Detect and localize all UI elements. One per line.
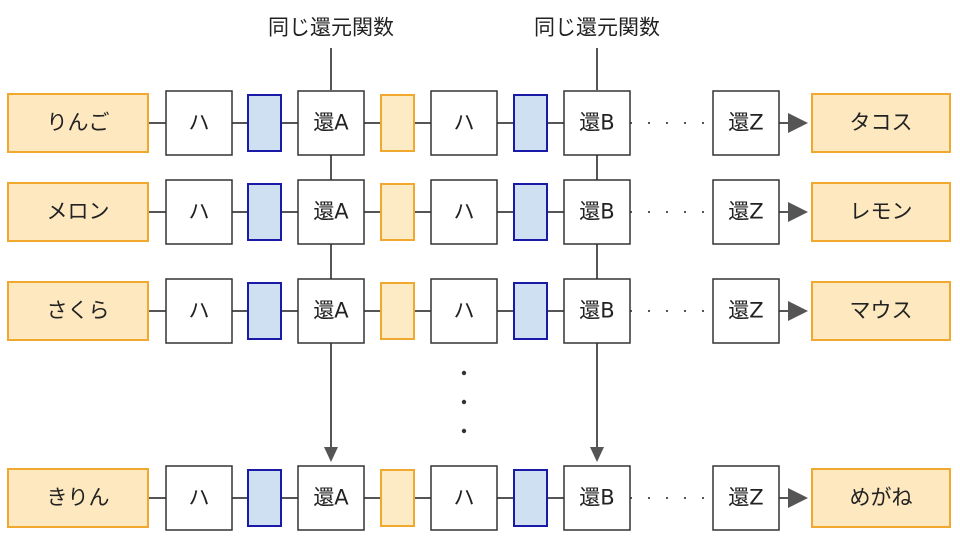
row-3-input-label: さくら <box>46 298 110 323</box>
row-3-reduce-b-label: 還B <box>579 298 615 323</box>
row-1-reduce-z-label: 還Z <box>728 110 764 135</box>
row-3-input-box <box>7 281 149 341</box>
row-4-hash-value-2 <box>513 469 548 527</box>
row-4-hash-value-1 <box>247 469 282 527</box>
row-1-reduce-z-box <box>712 90 780 156</box>
row-1-intermediate-value <box>380 94 415 152</box>
vertical-ellipsis-dot-3 <box>461 428 467 434</box>
row-4-input-box <box>7 468 149 528</box>
row-3-output-label: マウス <box>849 298 913 323</box>
row-2-hash-value-2 <box>513 183 548 241</box>
row-1-reduce-a-label: 還A <box>313 110 349 135</box>
row-4-reduce-a-box <box>297 465 365 531</box>
vertical-ellipsis-dot-1 <box>461 370 467 376</box>
row-1-output-box <box>811 93 951 153</box>
row-4-hash-label-1: ハ <box>188 485 210 510</box>
row-4-hash-label-2: ハ <box>453 485 475 510</box>
row-2-reduce-b-box <box>563 179 631 245</box>
down-arrow-b <box>590 447 604 462</box>
row-1-output-label: タコス <box>849 110 913 135</box>
row-1-hash-box-1 <box>165 90 233 156</box>
row-4-reduce-z-label: 還Z <box>728 485 764 510</box>
row-4-input-label: きりん <box>46 485 110 510</box>
row-3-hash-box-1 <box>165 278 233 344</box>
row-1-reduce-b-label: 還B <box>579 110 615 135</box>
row-3-reduce-a-label: 還A <box>313 298 349 323</box>
row-3-intermediate-value <box>380 282 415 340</box>
row-3-hash-label-2: ハ <box>453 298 475 323</box>
row-4-intermediate-value <box>380 469 415 527</box>
row-3-reduce-z-box <box>712 278 780 344</box>
row-1-hash-value-1 <box>247 94 282 152</box>
row-4-hash-box-1 <box>165 465 233 531</box>
row-1-hash-label-1: ハ <box>188 110 210 135</box>
row-2-reduce-a-box <box>297 179 365 245</box>
row-2-reduce-z-label: 還Z <box>728 199 764 224</box>
row-2-input-label: メロン <box>46 199 110 224</box>
vertical-ellipsis-dot-2 <box>461 399 467 405</box>
header-label-right: 同じ還元関数 <box>534 15 660 40</box>
row-4-output-box <box>811 468 951 528</box>
row-3-reduce-b-box <box>563 278 631 344</box>
row-1-reduce-a-box <box>297 90 365 156</box>
row-2-hash-box-2 <box>430 179 498 245</box>
row-1-reduce-b-box <box>563 90 631 156</box>
row-2-hash-label-2: ハ <box>453 199 475 224</box>
row-2-reduce-a-label: 還A <box>313 199 349 224</box>
row-2-reduce-z-box <box>712 179 780 245</box>
row-3-hash-value-1 <box>247 282 282 340</box>
row-4-reduce-z-box <box>712 465 780 531</box>
row-3-hash-value-2 <box>513 282 548 340</box>
row-1-hash-label-2: ハ <box>453 110 475 135</box>
row-4-reduce-b-box <box>563 465 631 531</box>
row-2-intermediate-value <box>380 183 415 241</box>
down-arrow-a <box>324 447 338 462</box>
row-2-output-box <box>811 182 951 242</box>
row-1-input-label: りんご <box>46 110 110 135</box>
row-2-input-box <box>7 182 149 242</box>
row-2-hash-box-1 <box>165 179 233 245</box>
row-2-hash-label-1: ハ <box>188 199 210 224</box>
row-3-reduce-z-label: 還Z <box>728 298 764 323</box>
row-3-reduce-a-box <box>297 278 365 344</box>
row-3-output-box <box>811 281 951 341</box>
row-2-output-label: レモン <box>849 199 913 224</box>
row-1-hash-value-2 <box>513 94 548 152</box>
row-3-hash-box-2 <box>430 278 498 344</box>
row-3-hash-label-1: ハ <box>188 298 210 323</box>
row-4-output-label: めがね <box>849 485 913 510</box>
header-label-left: 同じ還元関数 <box>268 15 394 40</box>
row-2-reduce-b-label: 還B <box>579 199 615 224</box>
row-4-hash-box-2 <box>430 465 498 531</box>
row-2-hash-value-1 <box>247 183 282 241</box>
row-1-hash-box-2 <box>430 90 498 156</box>
row-4-reduce-a-label: 還A <box>313 485 349 510</box>
row-1-input-box <box>7 93 149 153</box>
row-4-reduce-b-label: 還B <box>579 485 615 510</box>
